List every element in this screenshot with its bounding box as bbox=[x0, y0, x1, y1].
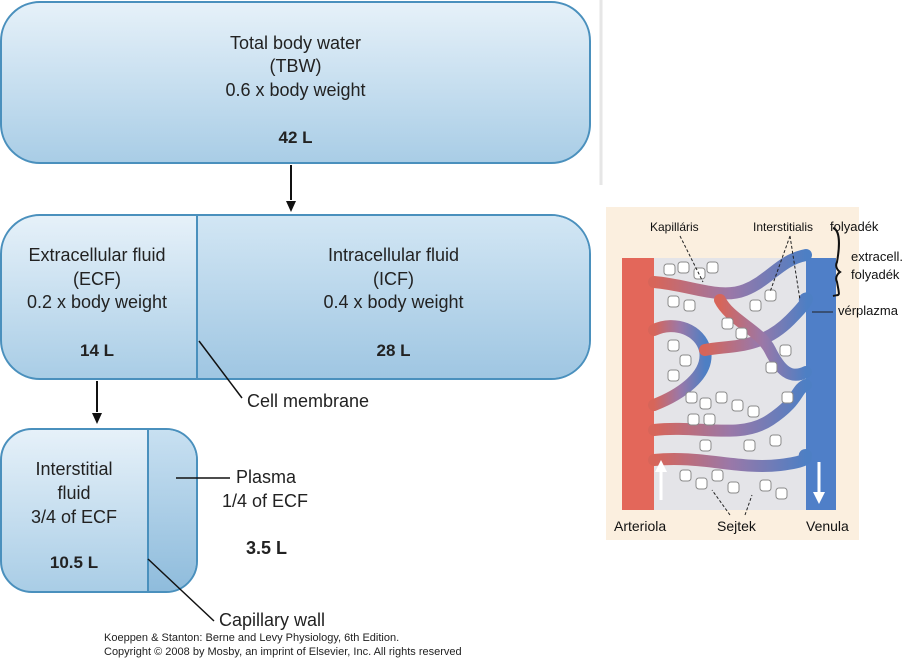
icf-formula: 0.4 x body weight bbox=[323, 292, 464, 312]
flow-arrows bbox=[655, 460, 825, 504]
label-verplazma: vérplazma bbox=[838, 303, 898, 318]
tbw-abbr: (TBW) bbox=[269, 56, 322, 76]
interstitial-line1: Interstitial bbox=[35, 459, 113, 479]
callout-lines bbox=[679, 235, 801, 516]
plasma-volume: 3.5 L bbox=[246, 538, 288, 558]
plasma-title: Plasma bbox=[236, 467, 297, 487]
cell-membrane-label: Cell membrane bbox=[247, 391, 370, 411]
label-folyadek-2: folyadék bbox=[851, 267, 900, 282]
icf-abbr: (ICF) bbox=[373, 269, 414, 289]
interstitial-line2: fluid bbox=[57, 483, 91, 503]
interstitial-line3: 3/4 of ECF bbox=[30, 507, 118, 527]
credit-line2: Copyright © 2008 by Mosby, an imprint of… bbox=[104, 646, 462, 658]
capillary-wall-label: Capillary wall bbox=[219, 610, 326, 630]
ecf-icf-box bbox=[0, 214, 591, 380]
interstitial-volume: 10.5 L bbox=[49, 553, 99, 572]
extracell-brace bbox=[832, 227, 842, 297]
label-extracell: extracell. bbox=[851, 249, 904, 264]
ecf-title: Extracellular fluid bbox=[28, 245, 166, 265]
tbw-title: Total body water bbox=[229, 33, 362, 53]
tbw-formula: 0.6 x body weight bbox=[225, 80, 366, 100]
ecf-volume: 14 L bbox=[79, 341, 115, 360]
label-kapillaris: Kapilláris bbox=[650, 220, 699, 234]
capillary-branches bbox=[648, 249, 814, 473]
tbw-volume: 42 L bbox=[278, 128, 313, 147]
plasma-fraction: 1/4 of ECF bbox=[222, 491, 309, 511]
label-folyadek: folyadék bbox=[830, 219, 879, 234]
label-venula: Venula bbox=[806, 518, 849, 534]
ecf-abbr: (ECF) bbox=[73, 269, 121, 289]
icf-volume: 28 L bbox=[376, 341, 411, 360]
ecf-formula: 0.2 x body weight bbox=[26, 292, 168, 312]
capillary-wall-divider bbox=[147, 430, 149, 591]
cells bbox=[663, 261, 794, 500]
plasma-panel bbox=[149, 430, 196, 591]
arteriola-vessel bbox=[622, 258, 654, 510]
icf-panel bbox=[198, 216, 589, 378]
label-sejtek: Sejtek bbox=[717, 518, 756, 534]
tbw-box bbox=[0, 1, 591, 164]
icf-title: Intracellular fluid bbox=[327, 245, 460, 265]
credit-line1: Koeppen & Stanton: Berne and Levy Physio… bbox=[104, 632, 400, 644]
label-arteriola: Arteriola bbox=[614, 518, 667, 534]
interstitial-box bbox=[0, 428, 198, 593]
pointer-capillary-wall bbox=[147, 558, 215, 622]
cell-membrane-divider bbox=[196, 216, 198, 378]
label-interstitialis: Interstitialis bbox=[753, 220, 814, 234]
pointer-cell-membrane bbox=[198, 340, 243, 399]
